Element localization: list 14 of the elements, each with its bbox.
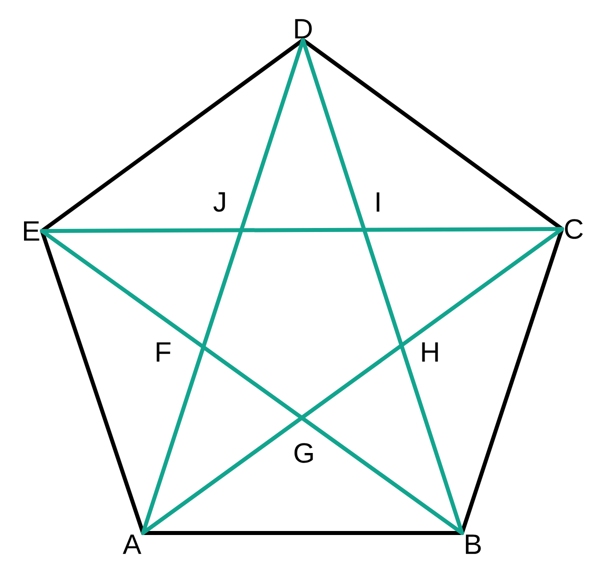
point-label: G bbox=[294, 443, 313, 463]
point-label: I bbox=[376, 192, 380, 212]
line-segment bbox=[141, 227, 564, 535]
vertex-label: C bbox=[565, 219, 583, 239]
vertex-label: A bbox=[122, 534, 142, 554]
line-segment bbox=[40, 229, 464, 535]
vertex-label: D bbox=[295, 19, 312, 38]
line-segment bbox=[40, 227, 564, 233]
vertex-label: E bbox=[24, 221, 40, 241]
point-label: J bbox=[213, 192, 225, 212]
line-segment bbox=[141, 531, 464, 535]
point-label: H bbox=[422, 342, 438, 362]
point-label: F bbox=[156, 342, 170, 362]
vertex-label: B bbox=[466, 534, 481, 554]
